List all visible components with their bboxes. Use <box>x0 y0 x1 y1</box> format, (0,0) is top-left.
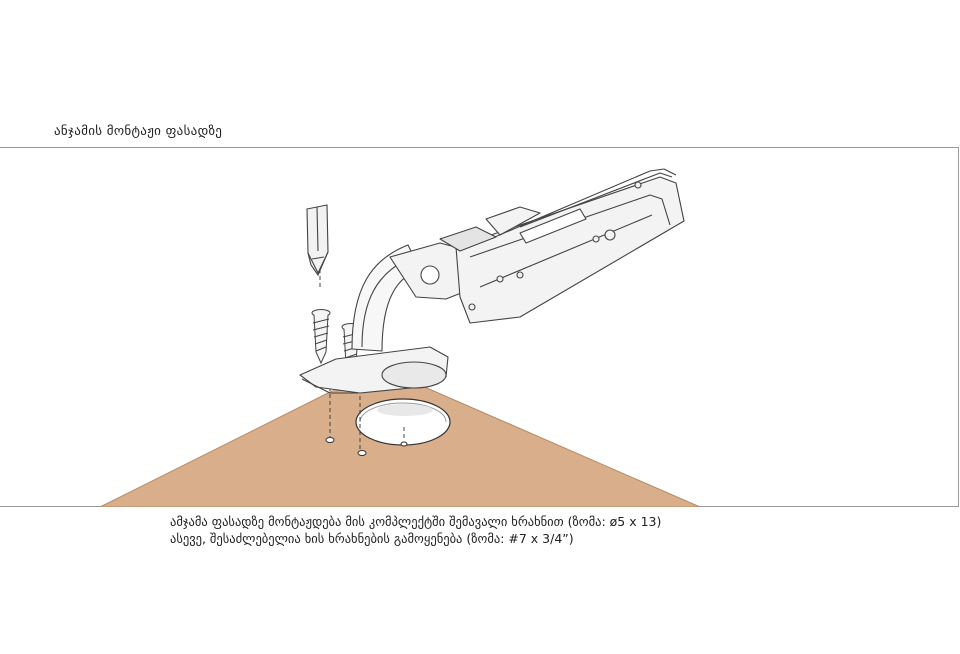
cup-hole <box>355 398 451 446</box>
caption-line-2: ასევე, შესაძლებელია ხის ხრახნების გამოყე… <box>170 531 574 546</box>
caption: ამჯამა ფასადზე მონტაჟდება მის კომპლექტში… <box>170 513 661 547</box>
caption-line-1: ამჯამა ფასადზე მონტაჟდება მის კომპლექტში… <box>170 514 662 529</box>
screw-icon <box>311 309 331 365</box>
section-title: ანჯამის მონტაჟი ფასადზე <box>54 124 223 139</box>
screwdriver-bit-icon <box>306 204 329 277</box>
pilot-hole-right <box>357 450 367 456</box>
hinge-installation-diagram <box>99 168 701 507</box>
pilot-hole-left <box>325 437 335 443</box>
hinge-icon <box>299 168 685 394</box>
pilot-hole-center <box>400 441 408 447</box>
